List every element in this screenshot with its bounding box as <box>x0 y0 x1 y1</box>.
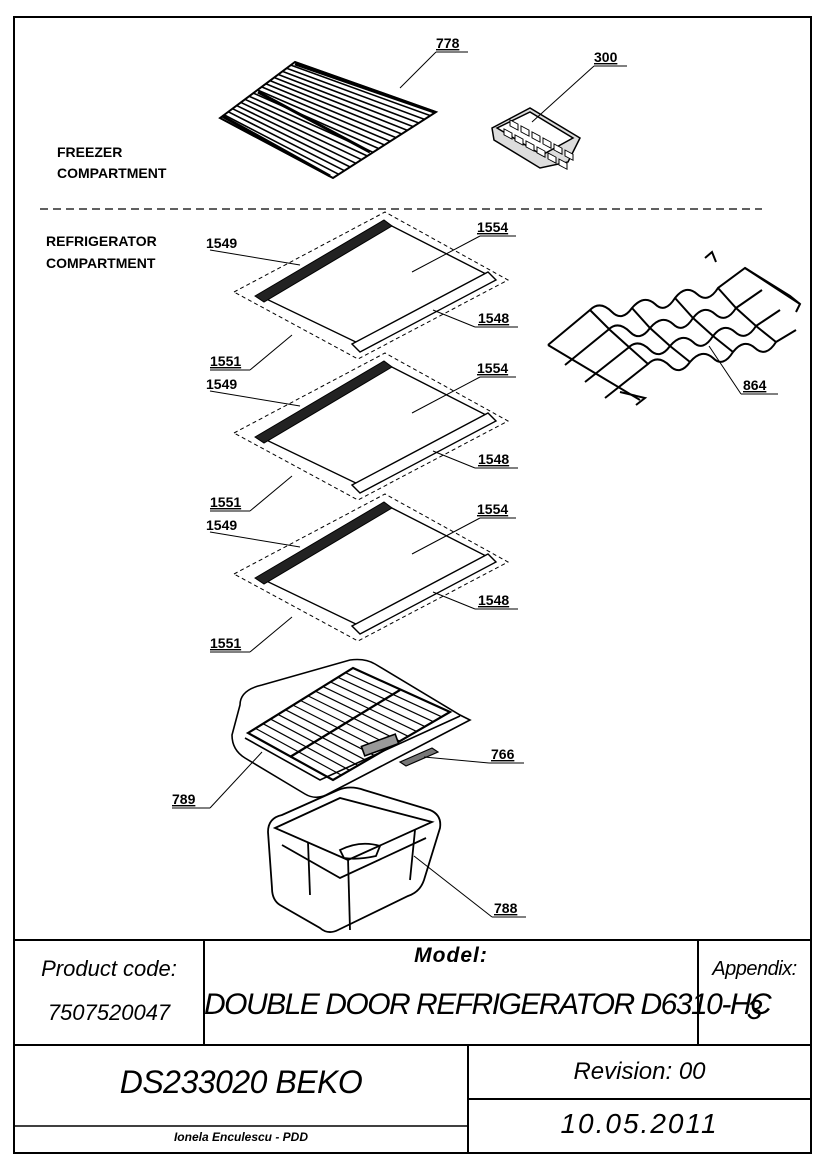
shelf-rear-trim <box>254 219 393 303</box>
product-code-label: Product code: <box>41 956 177 981</box>
part-label-1554: 1554 <box>477 219 508 235</box>
shelf-rear-trim <box>254 360 393 444</box>
grille-strip <box>398 747 440 767</box>
part-label-300: 300 <box>594 49 618 65</box>
title-block-grid <box>14 939 811 1153</box>
part-label-1551: 1551 <box>210 494 241 510</box>
glass-shelf-3: 1549 1554 1548 1551 <box>206 493 518 653</box>
part-label-1548: 1548 <box>478 592 509 608</box>
refrigerator-label-1: REFRIGERATOR <box>46 233 157 249</box>
crisper-cover <box>231 658 472 799</box>
glass-shelf-2: 1549 1554 1548 1551 <box>206 352 518 512</box>
part-label-789: 789 <box>172 791 196 807</box>
part-label-1549: 1549 <box>206 376 237 392</box>
freezer-label-2: COMPARTMENT <box>57 165 167 181</box>
part-label-1554: 1554 <box>477 501 508 517</box>
revision: Revision: 00 <box>573 1058 706 1085</box>
ice-tray <box>491 107 581 170</box>
shelf-front-trim <box>350 412 498 494</box>
freezer-wire-shelf <box>218 60 439 180</box>
author: Ionela Enculescu - PDD <box>173 1130 309 1144</box>
appendix-label: Appendix: <box>712 958 797 980</box>
part-label-1548: 1548 <box>478 451 509 467</box>
shelf-front-trim <box>350 271 498 353</box>
freezer-label-1: FREEZER <box>57 144 122 160</box>
shelf-rear-trim <box>254 501 393 585</box>
shelf-front-trim <box>350 553 498 635</box>
shelf-outline-dashed <box>232 493 510 642</box>
model-name: DOUBLE DOOR REFRIGERATOR D6310-HC <box>204 988 772 1021</box>
glass-shelf-1: 1549 1554 1548 1551 <box>206 211 518 371</box>
part-label-864: 864 <box>743 377 767 393</box>
shelf-outline-dashed <box>232 352 510 501</box>
drawing-frame <box>13 16 812 1154</box>
part-label-1549: 1549 <box>206 517 237 533</box>
part-label-766: 766 <box>491 746 515 762</box>
product-code: 7507520047 <box>47 1000 171 1025</box>
wine-rack <box>547 250 802 406</box>
refrigerator-label-2: COMPARTMENT <box>46 255 156 271</box>
part-label-1554: 1554 <box>477 360 508 376</box>
part-label-1551: 1551 <box>210 353 241 369</box>
part-label-788: 788 <box>494 900 518 916</box>
part-label-1549: 1549 <box>206 235 237 251</box>
document-code: DS233020 BEKO <box>119 1064 363 1100</box>
glass-shelves: 1549 1554 1548 1551 1549 1554 1548 1551 1549 1554… <box>206 211 518 653</box>
part-label-778: 778 <box>436 35 460 51</box>
part-label-1548: 1548 <box>478 310 509 326</box>
model-label: Model: <box>414 944 488 967</box>
part-labels <box>172 51 778 918</box>
shelf-outline-dashed <box>232 211 510 360</box>
part-label-1551: 1551 <box>210 635 241 651</box>
crisper-drawer <box>267 786 442 933</box>
appendix-number: 3 <box>746 994 763 1025</box>
revision-date: 10.05.2011 <box>560 1108 719 1139</box>
